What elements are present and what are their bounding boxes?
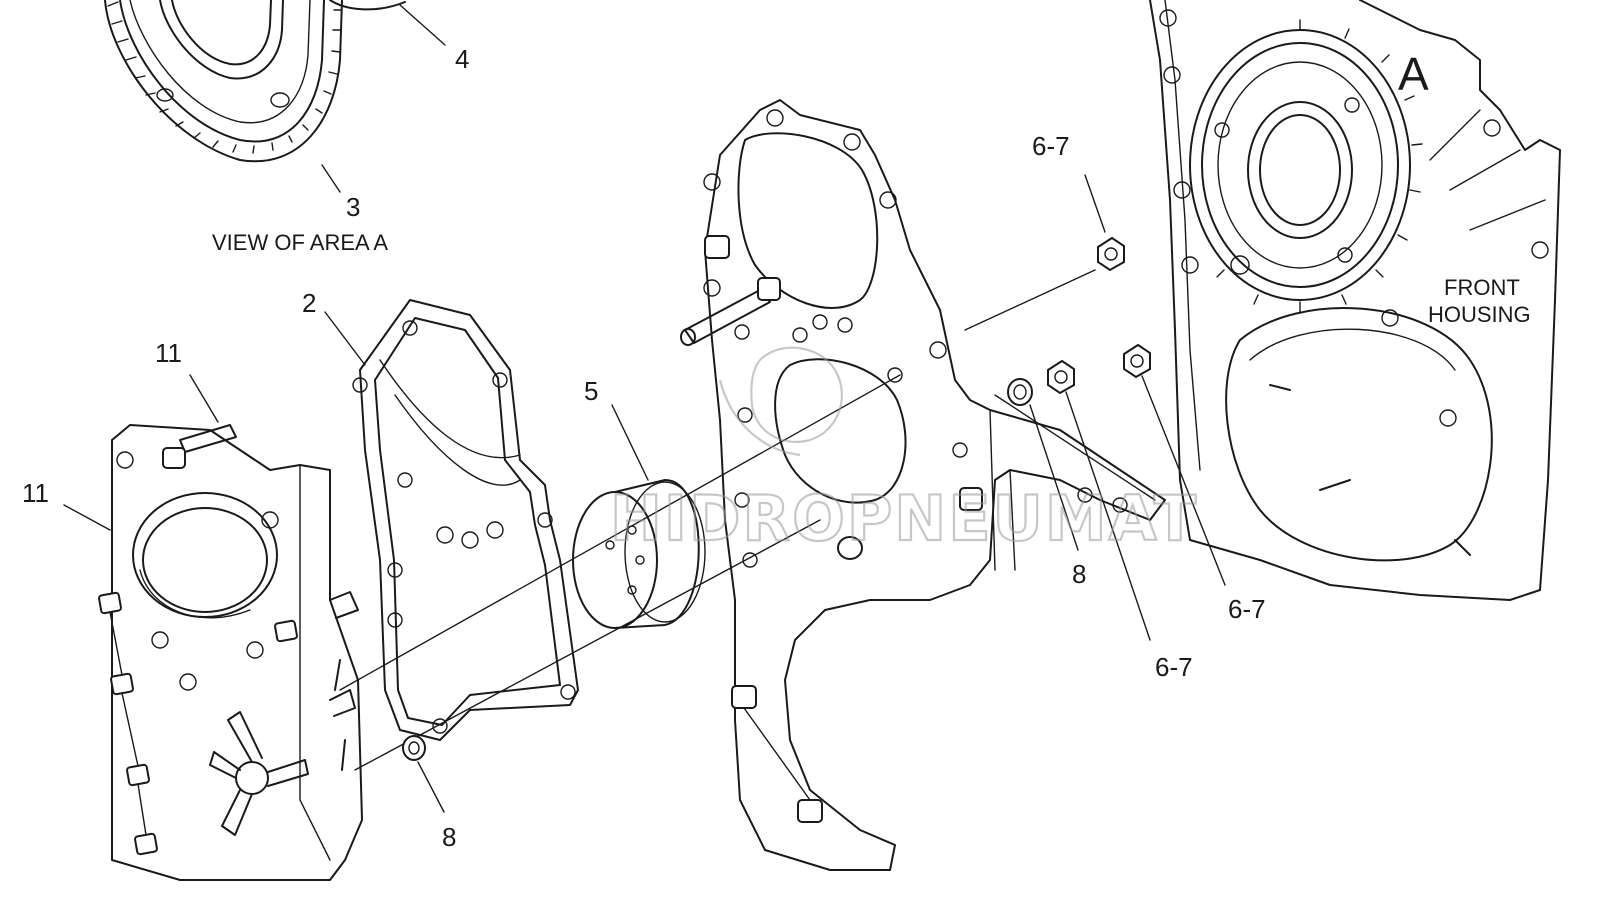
housing-label-line2: HOUSING (1428, 302, 1531, 327)
leader-8-right (1029, 404, 1079, 551)
leader-2 (324, 311, 366, 366)
callout-11-top: 11 (155, 338, 182, 368)
idler-gear-detail (104, 0, 343, 163)
middle-plate (703, 99, 1166, 871)
callout-5: 5 (584, 376, 598, 406)
leader-5 (611, 404, 649, 481)
leader-3 (321, 164, 341, 193)
front-cover-plate (111, 424, 363, 881)
housing-label-line1: FRONT (1444, 275, 1520, 300)
part-4-outline (329, 0, 406, 11)
washer-8-right (1007, 378, 1033, 406)
callout-4: 4 (455, 44, 469, 74)
watermark-logo: HIDROPNEUMAT (609, 346, 1198, 556)
washer-8-left (402, 735, 426, 761)
watermark-text: HIDROPNEUMAT (610, 482, 1198, 555)
leader-4 (399, 4, 446, 46)
callout-6-7-top: 6-7 (1032, 131, 1070, 161)
long-bolt (680, 277, 781, 346)
bolt-group-middle (704, 235, 983, 823)
seal-cylinder-5 (572, 479, 706, 629)
bolt-group-left (98, 591, 298, 856)
callout-11-left: 11 (22, 478, 49, 508)
nut-6-7-mid (1047, 359, 1075, 395)
front-housing (1149, 0, 1561, 601)
leader-11-top (189, 374, 219, 423)
callout-6-7-right: 6-7 (1228, 594, 1266, 624)
view-caption: VIEW OF AREA A (212, 230, 388, 255)
nut-6-7-right (1123, 343, 1151, 379)
leader-8-left (417, 761, 445, 813)
leader-6-7-top (1084, 174, 1106, 233)
callout-6-7-mid: 6-7 (1155, 652, 1193, 682)
nut-6-7-top (1097, 236, 1125, 272)
callout-3: 3 (346, 192, 360, 222)
callout-8-right: 8 (1072, 559, 1086, 589)
leader-6-7-right (1141, 375, 1226, 586)
leader-11-left (63, 504, 111, 531)
area-letter: A (1398, 48, 1429, 100)
callout-8-left: 8 (442, 822, 456, 852)
stud-11-top (162, 424, 237, 469)
housing-idler-gear (1189, 19, 1423, 313)
leader-6-7-mid (1065, 391, 1151, 641)
gasket-2 (352, 299, 579, 741)
callout-2: 2 (302, 288, 316, 318)
